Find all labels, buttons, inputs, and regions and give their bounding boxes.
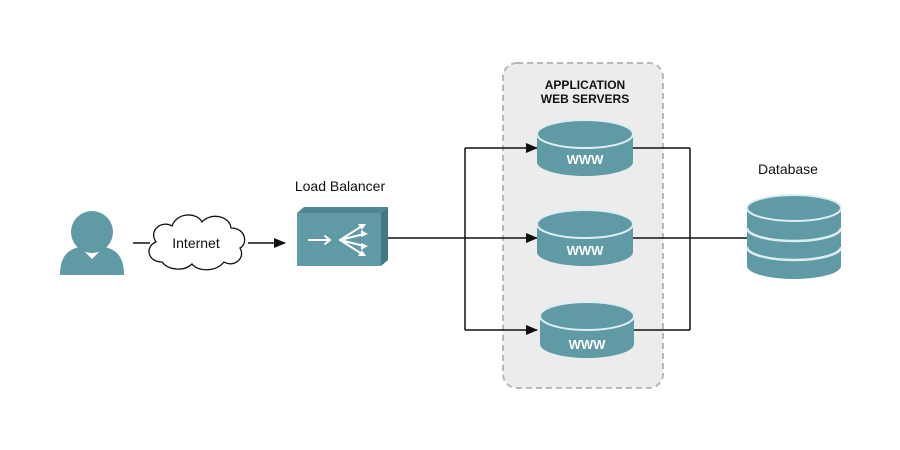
server-disk-icon xyxy=(536,119,634,176)
server-2: WWW xyxy=(536,209,634,266)
server-disk-icon xyxy=(536,209,634,266)
server-group-title-line2: WEB SERVERS xyxy=(541,92,629,106)
server-1: WWW xyxy=(536,119,634,176)
server-2-label: WWW xyxy=(567,243,605,258)
user-icon xyxy=(60,211,124,275)
database-label: Database xyxy=(758,161,818,177)
server-disk-icon xyxy=(539,301,635,358)
load-balancer-label: Load Balancer xyxy=(295,178,386,194)
internet-label: Internet xyxy=(172,235,220,251)
server-3-label: WWW xyxy=(569,337,607,352)
load-balancer-icon xyxy=(297,207,388,266)
server-3: WWW xyxy=(539,301,635,358)
cloud-icon xyxy=(148,214,246,271)
server-1-label: WWW xyxy=(567,152,605,167)
database-icon xyxy=(745,194,843,279)
server-group-title-line1: APPLICATION xyxy=(545,78,625,92)
